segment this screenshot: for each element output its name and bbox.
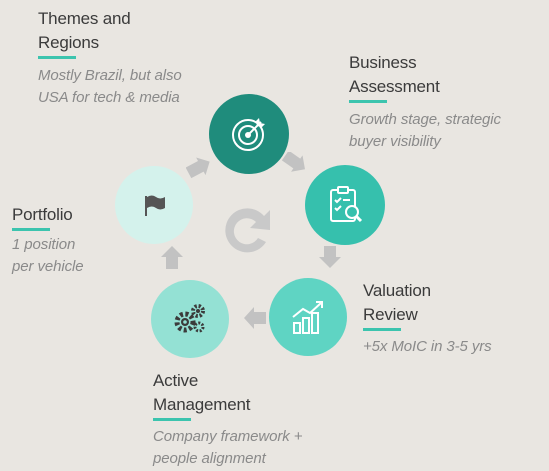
stage-desc-valuation: +5x MoIC in 3-5 yrs bbox=[363, 336, 492, 358]
stage-label-valuation: Valuation Review bbox=[363, 279, 431, 335]
stage-desc-line: +5x MoIC in 3-5 yrs bbox=[363, 338, 492, 355]
stage-desc-line: USA for tech & media bbox=[38, 89, 180, 106]
stage-desc-line: per vehicle bbox=[12, 258, 84, 275]
stage-desc-line: people alignment bbox=[153, 450, 266, 467]
title-underline bbox=[38, 56, 76, 59]
stage-desc-line: 1 position bbox=[12, 236, 76, 253]
arrow-valuation-to-active bbox=[244, 307, 266, 329]
title-underline bbox=[363, 328, 401, 331]
stage-desc-active: Company framework + people alignment bbox=[153, 426, 303, 470]
stage-label-portfolio: Portfolio bbox=[12, 203, 73, 235]
stage-desc-business: Growth stage, strategic buyer visibility bbox=[349, 109, 501, 153]
arrow-business-to-valuation bbox=[319, 246, 341, 268]
stage-label-themes: Themes and Regions bbox=[38, 7, 131, 63]
stage-desc-line: Growth stage, strategic bbox=[349, 111, 501, 128]
node-themes bbox=[209, 94, 289, 174]
growth-chart-icon bbox=[292, 301, 323, 334]
target-icon bbox=[232, 118, 265, 151]
node-portfolio bbox=[115, 166, 193, 244]
refresh-icon bbox=[225, 208, 270, 253]
clipboard-check-icon bbox=[330, 186, 363, 223]
node-active bbox=[151, 280, 229, 358]
flag-icon bbox=[145, 195, 165, 216]
stage-title-line: Regions bbox=[38, 33, 99, 52]
stage-title-line: Assessment bbox=[349, 77, 440, 96]
stage-title-line: Valuation bbox=[363, 281, 431, 300]
stage-desc-line: buyer visibility bbox=[349, 133, 441, 150]
stage-desc-portfolio: 1 position per vehicle bbox=[12, 234, 84, 278]
stage-title-line: Business bbox=[349, 53, 417, 72]
arrow-themes-to-business bbox=[281, 152, 305, 172]
title-underline bbox=[349, 100, 387, 103]
stage-title-line: Portfolio bbox=[12, 205, 73, 224]
title-underline bbox=[153, 418, 191, 421]
stage-label-active: Active Management bbox=[153, 369, 250, 425]
gears-icon bbox=[174, 304, 205, 333]
node-business bbox=[305, 165, 385, 245]
stage-title-line: Themes and bbox=[38, 9, 131, 28]
stage-desc-line: Company framework + bbox=[153, 428, 303, 445]
stage-title-line: Management bbox=[153, 395, 251, 414]
stage-title-line: Review bbox=[363, 305, 418, 324]
title-underline bbox=[12, 228, 50, 231]
stage-desc-line: Mostly Brazil, but also bbox=[38, 67, 182, 84]
stage-desc-themes: Mostly Brazil, but also USA for tech & m… bbox=[38, 65, 182, 109]
arrow-active-to-portfolio bbox=[161, 246, 183, 269]
node-valuation bbox=[269, 278, 347, 356]
stage-title-line: Active bbox=[153, 371, 199, 390]
arrow-portfolio-to-themes bbox=[186, 157, 210, 179]
stage-label-business: Business Assessment bbox=[349, 51, 440, 107]
